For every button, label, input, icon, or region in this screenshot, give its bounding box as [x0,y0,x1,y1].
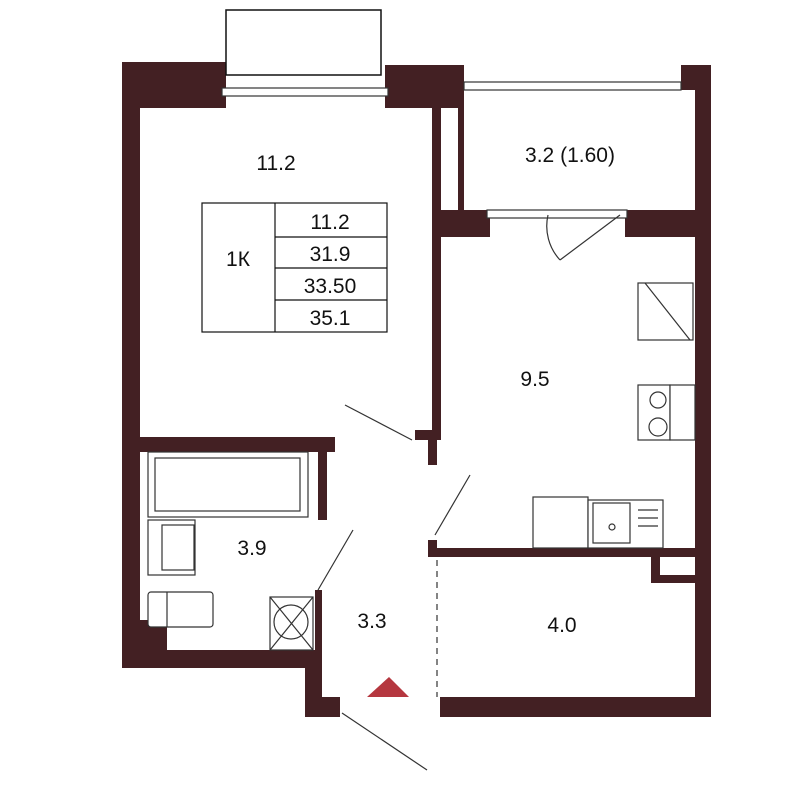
living-area: 11.2 [310,211,349,234]
summary-table: 1К 11.2 31.9 33.50 35.1 [201,202,388,333]
room-area-storage: 4.0 [547,614,576,637]
walls [122,62,711,717]
stove [637,384,671,441]
bay-window [221,9,682,219]
apartment-type: 1К [226,248,251,271]
total-area-with-balcony: 33.50 [304,275,357,298]
room-area-hallway: 3.3 [357,610,386,633]
cabinet [532,496,589,549]
kitchen-fixtures [532,282,696,549]
doors[interactable] [317,214,621,771]
room-area-balcony: 3.2 (1.60) [525,144,615,167]
total-area-full: 35.1 [310,307,351,330]
fridge [637,282,694,341]
toilet [147,591,214,628]
room-area-bathroom: 3.9 [237,537,266,560]
bathroom-fixtures [147,451,314,651]
room-area-kitchen: 9.5 [520,368,549,391]
total-area: 31.9 [310,243,351,266]
room-area-living: 11.2 [256,152,295,175]
entrance-marker [367,677,409,697]
